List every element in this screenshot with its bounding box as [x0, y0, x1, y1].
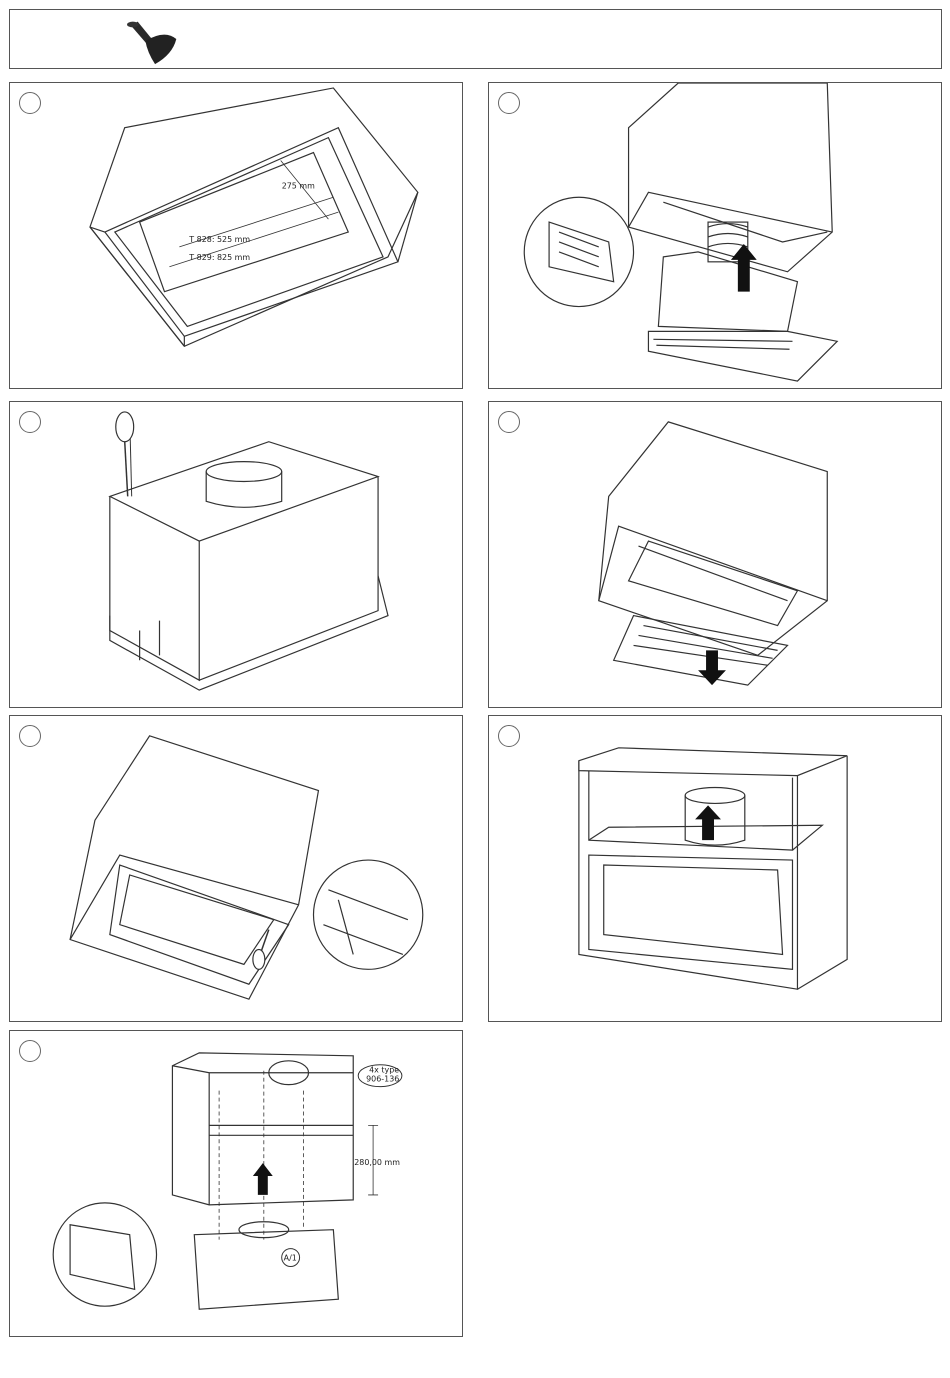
step-panel-7: 4x type 906-136 280,00 mm A/1 — [9, 1030, 463, 1337]
step-panel-4 — [488, 401, 942, 708]
dimension-label-275: 275 mm — [282, 181, 315, 190]
step-panel-6 — [488, 715, 942, 1022]
screwdriver-icon — [253, 930, 269, 970]
step-panel-2 — [488, 82, 942, 389]
dimension-label-t828: T 828: 525 mm — [188, 235, 250, 244]
tool-header — [9, 9, 942, 69]
arrow-up-icon — [253, 1163, 273, 1195]
dimension-label-t829: T 829: 825 mm — [188, 253, 250, 262]
part-reference-label: A/1 — [284, 1253, 297, 1262]
screw-type-label-line2: 906-136 — [366, 1075, 399, 1084]
step-panel-1: 275 mm T 828: 525 mm T 829: 825 mm — [9, 82, 463, 389]
height-dimension-label: 280,00 mm — [354, 1158, 400, 1167]
screw-type-label-line1: 4x type — [369, 1066, 399, 1075]
suction-cup-tool-icon — [10, 10, 941, 68]
arrow-up-icon — [695, 805, 721, 840]
step-panel-3 — [9, 401, 463, 708]
step-panel-5 — [9, 715, 463, 1022]
